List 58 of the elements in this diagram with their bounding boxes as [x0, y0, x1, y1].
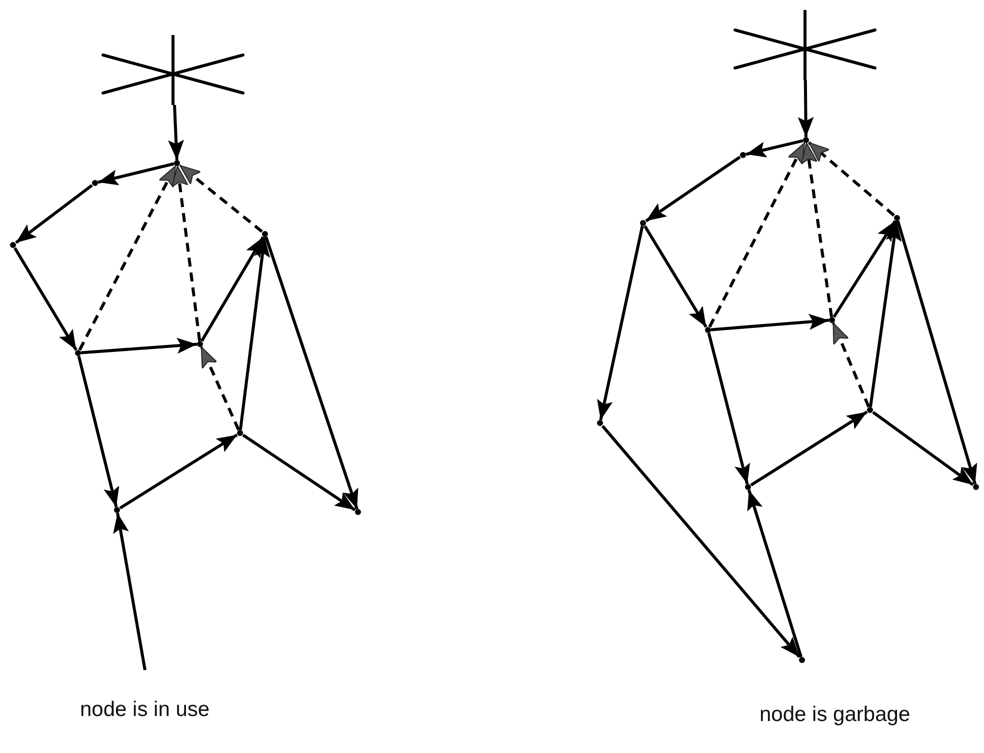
arrow [872, 410, 974, 486]
root-asterisk [101, 35, 245, 105]
arrow [119, 434, 238, 510]
graph-vertex [640, 220, 646, 226]
root-asterisk [733, 10, 877, 80]
arrow [15, 184, 93, 244]
graph-vertex [745, 484, 751, 490]
dashed-arrow [708, 142, 806, 328]
graph-vertex [237, 430, 243, 436]
graph-vertex [705, 327, 711, 333]
graph-vertex [894, 215, 900, 221]
arrow [746, 139, 804, 158]
dashed-arrow [200, 346, 240, 431]
graph-vertex [174, 160, 180, 166]
graph-vertex [10, 242, 16, 248]
arrow [644, 225, 708, 328]
arrow [798, 80, 814, 138]
graph-vertex [799, 657, 805, 663]
arrow [264, 236, 358, 510]
arrow [238, 236, 270, 430]
dashed-arrow [78, 165, 177, 351]
caption-text: node is in use [80, 698, 210, 722]
arrow [597, 226, 644, 420]
graph-vertex [355, 509, 361, 515]
arrow [113, 512, 146, 670]
arrow [601, 425, 801, 658]
graph-vertex [75, 350, 81, 356]
graph-vertex [803, 137, 809, 143]
dashed-arrow [800, 142, 834, 318]
graph-vertex [829, 317, 835, 323]
graph-vertex [740, 152, 746, 158]
arrow [14, 247, 78, 351]
arrow [200, 236, 265, 342]
graph-vertex [92, 180, 98, 186]
arrow [710, 314, 830, 332]
arrow [868, 220, 902, 408]
arrow [168, 104, 184, 160]
arrow [707, 332, 750, 484]
dashed-arrow [171, 166, 202, 342]
dashed-arrow [832, 322, 870, 408]
arrow [242, 434, 356, 512]
arrow [77, 356, 120, 508]
caption-text: node is garbage [760, 703, 910, 727]
arrow [645, 156, 741, 222]
graph-vertex [262, 231, 268, 237]
dashed-arrow [808, 141, 895, 217]
graph-vertex [197, 341, 203, 347]
dashed-arrow [179, 164, 263, 233]
arrow [98, 162, 174, 186]
graph-vertex [114, 507, 120, 513]
arrow [832, 220, 896, 318]
graph-vertex [597, 420, 603, 426]
graph-vertex [973, 484, 979, 490]
arrow [750, 410, 868, 486]
arrow [80, 338, 198, 354]
arrow [896, 220, 978, 484]
graph-vertex [867, 407, 873, 413]
arrow [747, 490, 802, 658]
